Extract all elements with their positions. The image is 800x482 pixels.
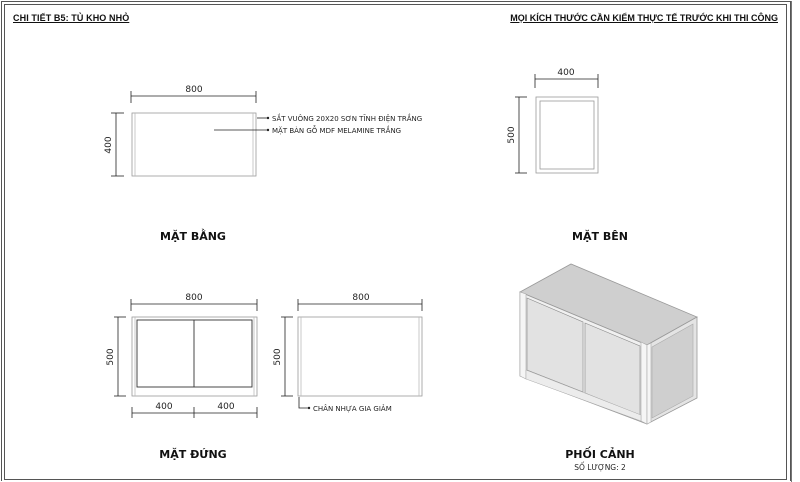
drawing-frame-edge: [791, 1, 792, 482]
front-height-dim: 500: [106, 348, 116, 365]
back-view: 800 500 CHÂN NHỰA GIA GIẢM: [273, 293, 423, 413]
side-view-label: MẶT BÊN: [572, 230, 628, 243]
front-view-label: MẶT ĐỨNG: [159, 448, 227, 461]
front-width-dim: 800: [185, 293, 202, 303]
drawing-frame-inner: [4, 4, 787, 480]
perspective-view: [519, 263, 698, 425]
plan-width-dim: 800: [185, 85, 202, 95]
plan-view: 800 400 SẮT VUÔNG 20X20 SƠN TĨNH ĐIỆN TR…: [104, 85, 422, 177]
drawing-title: CHI TIẾT B5: TỦ KHO NHỎ: [13, 13, 130, 23]
plan-depth-dim: 400: [104, 136, 114, 153]
plan-note-top: MẶT BÀN GỖ MDF MELAMINE TRẮNG: [272, 125, 401, 135]
front-door-dim-left: 400: [155, 402, 172, 412]
plan-note-frame: SẮT VUÔNG 20X20 SƠN TĨNH ĐIỆN TRẮNG: [272, 113, 422, 123]
quantity-label: SỐ LƯỢNG: 2: [574, 463, 626, 472]
plan-view-label: MẶT BẰNG: [160, 230, 226, 243]
back-height-dim: 500: [273, 348, 283, 365]
front-view: 800 500 400 400: [106, 293, 258, 418]
side-view: 400 500: [507, 68, 599, 174]
side-height-dim: 500: [507, 126, 517, 143]
back-width-dim: 800: [352, 293, 369, 303]
drawing-disclaimer: MỌI KÍCH THƯỚC CẦN KIỂM THỰC TẾ TRƯỚC KH…: [510, 13, 778, 23]
perspective-view-label: PHỐI CẢNH: [565, 448, 635, 461]
front-door-dim-right: 400: [217, 402, 234, 412]
side-width-dim: 400: [557, 68, 574, 78]
back-note-feet: CHÂN NHỰA GIA GIẢM: [313, 404, 392, 413]
